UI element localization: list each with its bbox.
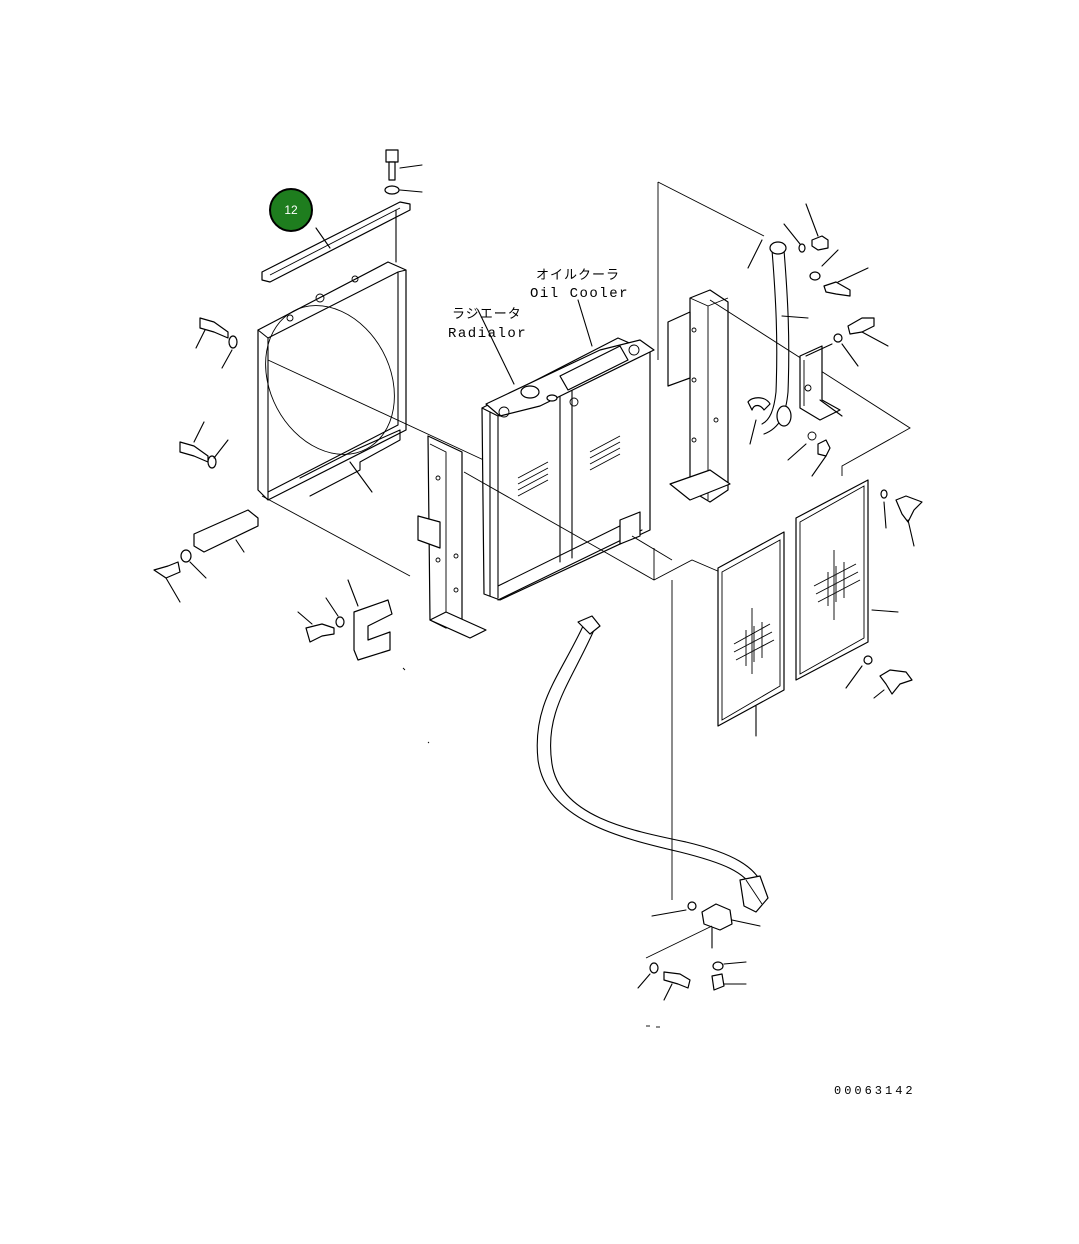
radiator-label-jp: ラジエータ	[452, 307, 522, 322]
upper-right-bolts	[783, 203, 889, 367]
center-stay	[417, 435, 487, 639]
screen-left	[717, 531, 785, 737]
top-bolt	[384, 149, 423, 195]
oil-cooler-label-jp: オイルクーラ	[536, 268, 620, 283]
pipe-upper	[747, 239, 809, 445]
radiator-core	[481, 337, 655, 601]
drawing-code: 00063142	[834, 1084, 916, 1098]
fan-shroud	[257, 261, 407, 501]
hose-fittings	[637, 580, 761, 1001]
right-stay	[667, 289, 731, 503]
oil-cooler-leader	[577, 299, 593, 347]
radiator-label-en: Radialor	[448, 326, 527, 342]
u-bracket	[297, 579, 393, 661]
oil-cooler-label-en: Oil Cooler	[530, 286, 629, 302]
bracket-right	[787, 343, 843, 477]
left-bolts	[153, 317, 238, 603]
lower-left-bracket	[193, 509, 259, 553]
upper-bracket	[261, 201, 411, 283]
wing-bolts	[845, 489, 923, 699]
callout-number: 12	[284, 203, 298, 217]
oil-hose	[536, 615, 769, 913]
callout-badge[interactable]	[269, 188, 313, 232]
callout-12[interactable]: 12	[269, 188, 313, 232]
radiator-leader	[477, 309, 515, 385]
screen-right	[795, 479, 899, 681]
